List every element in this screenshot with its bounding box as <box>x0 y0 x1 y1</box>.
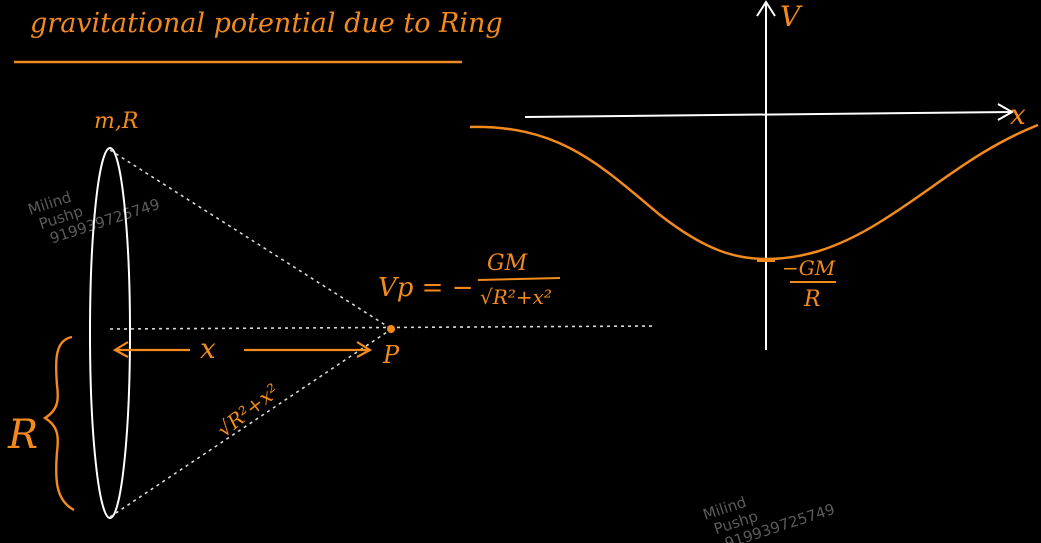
dotted-lines <box>109 149 656 518</box>
formula-denominator: √R²+x² <box>480 285 552 309</box>
radius-label: R <box>7 412 38 458</box>
formula-lhs: Vp = − <box>378 273 474 303</box>
slant-distance-label: √R²+x² <box>212 379 283 442</box>
distance-arrow <box>112 341 373 358</box>
dotted-axis-line <box>109 325 656 330</box>
minimum-value-label: −GM R <box>782 256 836 312</box>
ring-ellipse <box>89 147 131 519</box>
ring-label: m,R <box>94 109 138 134</box>
y-axis-label: V <box>780 0 803 33</box>
watermark-bottom: Milind Pushp 919939725749 <box>701 493 837 543</box>
dotted-top-slant <box>109 149 391 329</box>
x-axis-arrowhead <box>997 103 1015 121</box>
x-axis-label: x <box>1010 98 1026 131</box>
potential-curve <box>469 123 1039 261</box>
formula-fraction-bar <box>477 277 561 281</box>
potential-formula: Vp = − GM √R²+x² <box>378 251 561 309</box>
arrow-left-head <box>112 341 129 358</box>
point-p-label: P <box>382 341 400 369</box>
arrow-right-head <box>356 341 373 358</box>
radius-brace <box>42 335 75 512</box>
distance-label: x <box>200 332 216 365</box>
page-title: gravitational potential due to Ring <box>30 8 503 39</box>
min-label-bottom: R <box>803 287 821 312</box>
y-axis-arrowhead <box>756 0 776 17</box>
point-p-dot <box>387 325 395 333</box>
x-axis <box>524 111 1013 118</box>
watermark-left: Milind Pushp 919939725749 <box>26 188 162 247</box>
min-label-top: −GM <box>782 256 836 280</box>
graph-axes <box>524 0 1015 350</box>
dotted-bottom-slant <box>109 329 391 518</box>
formula-numerator: GM <box>487 251 528 276</box>
